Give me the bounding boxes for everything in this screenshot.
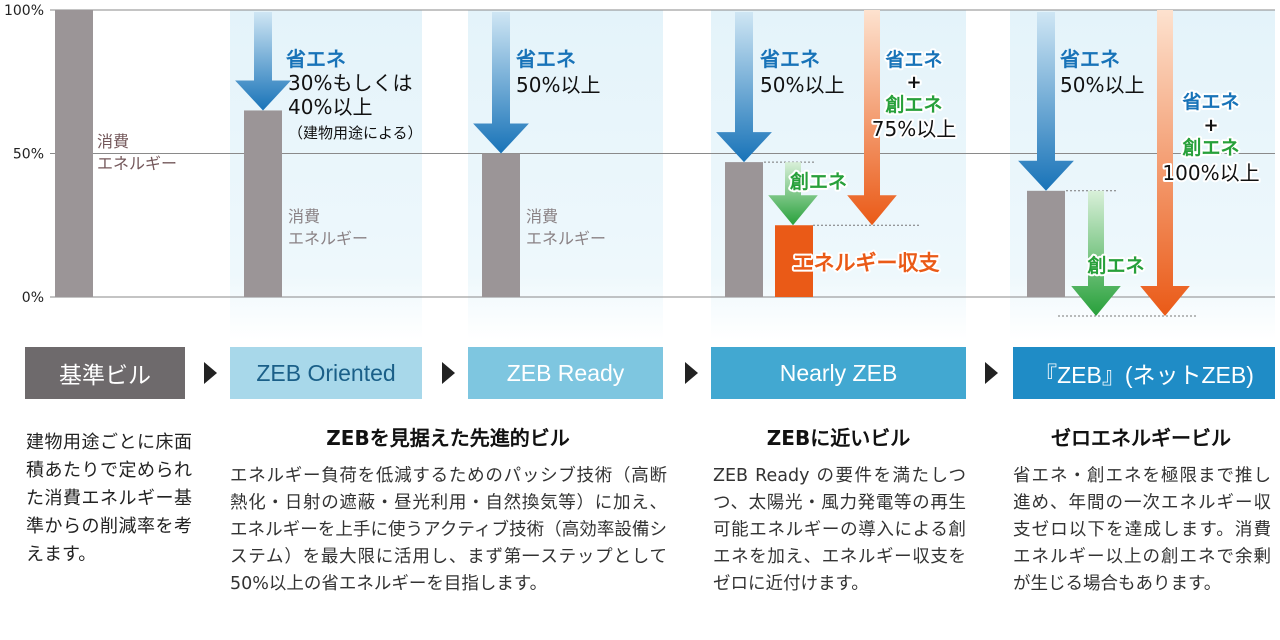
balance-bar <box>775 225 813 297</box>
description-nearly-zeb: ZEB Ready の要件を満たしつつ、太陽光・風力発電等の再生可能エネルギーの… <box>713 466 966 594</box>
bar-label: 消費 <box>526 207 558 226</box>
consumption-bar <box>244 110 282 297</box>
combo-label: 100%以上 <box>1162 161 1259 185</box>
step-arrow-1 <box>204 362 217 384</box>
generation-arrow <box>1071 190 1121 316</box>
description-kijun: 建物用途ごとに床面積あたりで定められた消費エネルギー基準からの削減率を考えます。 <box>26 432 192 565</box>
step-arrow-3 <box>685 362 698 384</box>
combo-label: 75%以上 <box>872 117 956 141</box>
savings-label: 省エネ <box>759 47 820 71</box>
savings-arrow <box>1018 12 1074 191</box>
savings-sub-label: 40%以上 <box>288 95 372 119</box>
axis-tick-label: 50% <box>13 147 44 163</box>
bar-label: 消費 <box>97 132 129 151</box>
generation-label: 創エネ <box>790 170 847 193</box>
savings-label: 省エネ <box>285 47 346 71</box>
bar-label: エネルギー <box>97 154 177 173</box>
heading-zeb-oriented: ZEBを見据えた先進的ビル <box>326 426 570 450</box>
description-zeb-oriented: エネルギー負荷を低減するためのパッシブ技術（高断熱化・日射の遮蔽・昼光利用・自然… <box>230 466 667 594</box>
consumption-bar <box>1027 190 1065 297</box>
total-arrow <box>1140 10 1190 316</box>
consumption-bar <box>55 10 93 297</box>
savings-arrow <box>716 12 772 163</box>
combo-label: 創エネ <box>885 93 942 116</box>
savings-label: 省エネ <box>1059 47 1120 71</box>
category-kijun: 基準ビル <box>25 347 185 399</box>
consumption-bar <box>482 153 520 297</box>
total-arrow <box>847 10 897 226</box>
category-net-zeb: 『ZEB』(ネットZEB) <box>1013 347 1275 399</box>
savings-sub-label: 50%以上 <box>1060 73 1144 97</box>
heading-nearly-zeb: ZEBに近いビル <box>766 426 911 450</box>
bar-label: エネルギー <box>288 229 368 248</box>
step-arrow-4 <box>985 362 998 384</box>
savings-arrow <box>235 12 291 111</box>
energy-diagram: 100%50%0%消費エネルギー消費エネルギー消費エネルギー省エネ30%もしくは… <box>4 3 1275 340</box>
category-zeb-oriented: ZEB Oriented <box>230 347 422 399</box>
generation-arrow <box>768 162 818 226</box>
savings-note: （建物用途による） <box>288 124 423 142</box>
step-arrow-2 <box>442 362 455 384</box>
generation-label: 創エネ <box>1087 254 1144 277</box>
savings-sub-label: 30%もしくは <box>288 71 412 95</box>
heading-net-zeb: ゼロエネルギービル <box>1051 426 1231 450</box>
category-nearly-zeb: Nearly ZEB <box>711 347 966 399</box>
combo-label: 創エネ <box>1182 136 1239 159</box>
savings-label: 省エネ <box>515 47 576 71</box>
axis-tick-label: 100% <box>4 3 44 19</box>
consumption-bar <box>725 162 763 297</box>
bar-label: エネルギー <box>526 229 606 248</box>
bar-label: 消費 <box>288 207 320 226</box>
category-zeb-ready: ZEB Ready <box>468 347 663 399</box>
savings-arrow <box>473 12 529 154</box>
combo-label: 省エネ <box>1181 91 1239 113</box>
savings-sub-label: 50%以上 <box>760 73 844 97</box>
combo-label: + <box>906 72 921 93</box>
combo-label: 省エネ <box>884 49 942 71</box>
axis-tick-label: 0% <box>22 290 44 306</box>
combo-label: + <box>1203 115 1218 136</box>
balance-label: エネルギー収支 <box>793 251 941 275</box>
description-net-zeb: 省エネ・創エネを極限まで推し進め、年間の一次エネルギー収支ゼロ以下を達成します。… <box>1013 466 1271 594</box>
savings-sub-label: 50%以上 <box>516 73 600 97</box>
